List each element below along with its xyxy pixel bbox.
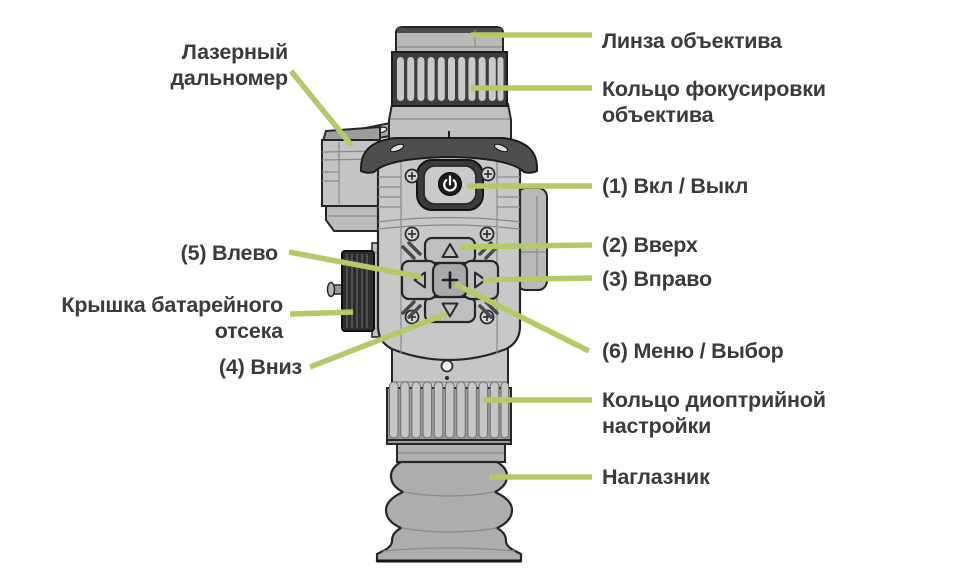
- label-up-button: (2) Вверх: [602, 233, 698, 257]
- power-icon: [443, 175, 457, 192]
- label-eyecup: Наглазник: [602, 465, 710, 489]
- label-power-button: (1) Вкл / Выкл: [602, 174, 749, 198]
- label-diopter-ring: Кольцо диоптрийной настройки: [602, 388, 826, 438]
- leader-lines: [288, 32, 593, 480]
- objective-lens-cap: [395, 26, 504, 53]
- right-arrow-icon: [474, 271, 487, 289]
- menu-cross-icon: [441, 271, 459, 289]
- leader-right-button: [482, 275, 593, 283]
- label-battery-cover: Крышка батарейного отсека: [61, 293, 283, 343]
- leader-laser-rangefinder: [288, 69, 355, 148]
- label-down-button: (4) Вниз: [218, 355, 302, 379]
- side-housing: [516, 187, 548, 291]
- leader-menu-select: [453, 281, 591, 354]
- leader-down-button: [309, 311, 447, 370]
- label-laser-rangefinder: Лазерный дальномер: [170, 40, 288, 90]
- label-right-button: (3) Вправо: [602, 267, 712, 291]
- label-objective-lens: Линза объектива: [602, 29, 782, 53]
- label-left-button: (5) Влево: [180, 241, 279, 265]
- down-arrow-icon: [441, 302, 459, 318]
- power-button: [416, 159, 484, 211]
- leader-left-button: [288, 249, 422, 280]
- leader-battery-cover: [289, 309, 354, 317]
- screw-icons: [404, 166, 496, 325]
- eyecup: [375, 460, 523, 563]
- top-plate: [360, 131, 538, 174]
- up-arrow-icon: [441, 243, 459, 258]
- label-menu-select-button: (6) Меню / Выбор: [602, 339, 784, 363]
- diopter-ring: [386, 381, 512, 463]
- battery-compartment-knob: [326, 242, 386, 338]
- label-focus-ring: Кольцо фокусировки объектива: [602, 77, 826, 127]
- leader-up-button: [458, 242, 593, 250]
- objective-focus-ring: [391, 51, 508, 107]
